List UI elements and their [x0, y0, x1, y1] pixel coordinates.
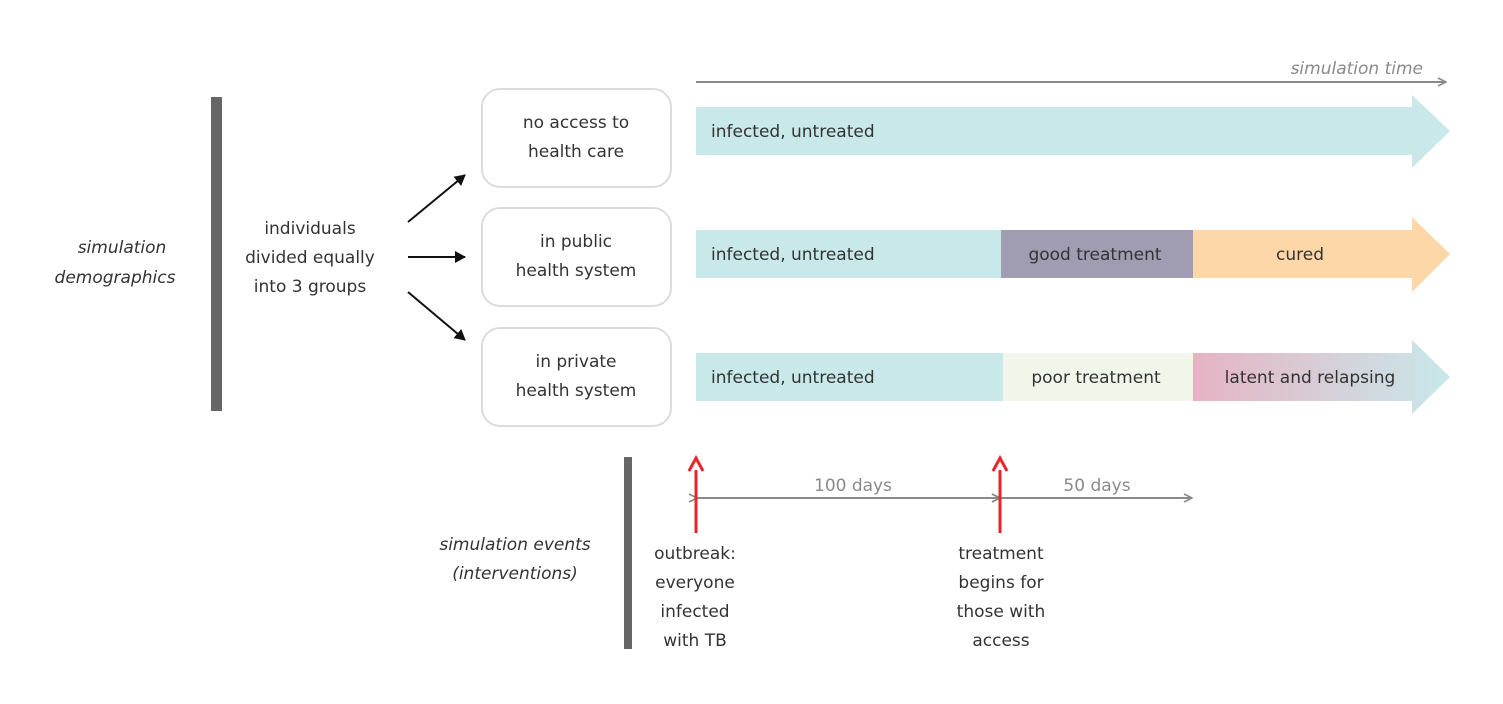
group-box: [481, 207, 672, 307]
demographics-label-line1: simulation: [78, 238, 167, 258]
event-text-line: outbreak:: [654, 544, 736, 564]
group-public-health: in public health system infected, untrea…: [481, 207, 1450, 307]
event-text-line: treatment: [958, 544, 1044, 564]
event-text-line: access: [972, 631, 1029, 651]
group-private-health: in private health system infected, untre…: [481, 327, 1450, 427]
stage-label: infected, untreated: [711, 245, 875, 265]
group-label-line1: in private: [535, 352, 616, 372]
split-text-line2: divided equally: [245, 248, 375, 268]
stage-infected-untreated: [696, 353, 1003, 401]
simulation-time-axis: simulation time: [696, 59, 1446, 82]
stage-infected-untreated: [696, 230, 1001, 278]
stage-good-treatment: [1001, 230, 1193, 278]
stage-label: infected, untreated: [711, 122, 875, 142]
stage-label: poor treatment: [1031, 368, 1161, 388]
stage-latent-relapsing: [1193, 340, 1450, 414]
event-arrow-treatment: [991, 454, 1009, 533]
stage-label: good treatment: [1028, 245, 1161, 265]
group-label-line2: health system: [516, 381, 637, 401]
event-text-line: infected: [660, 602, 729, 622]
event-text-line: everyone: [655, 573, 735, 593]
event-text-line: begins for: [958, 573, 1043, 593]
events-label-line2: (interventions): [452, 564, 578, 584]
group-label-line1: no access to: [523, 113, 629, 133]
time-axis-label: simulation time: [1291, 59, 1423, 79]
interval-label: 100 days: [814, 476, 892, 496]
group-label-line1: in public: [540, 232, 612, 252]
group-box: [481, 327, 672, 427]
split-text-line1: individuals: [264, 219, 356, 239]
interval-label: 50 days: [1063, 476, 1130, 496]
stage-label: latent and relapsing: [1225, 368, 1396, 388]
demographics-label-line2: demographics: [55, 268, 176, 288]
events-divider: [624, 457, 632, 649]
stage-label: infected, untreated: [711, 368, 875, 388]
stage-poor-treatment: [1003, 353, 1193, 401]
group-no-access: no access to health care infected, untre…: [481, 88, 1450, 188]
demographics-divider: [211, 97, 222, 411]
split-arrow-up: [407, 174, 466, 223]
event-arrow-head: [991, 454, 1009, 472]
event-text-line: those with: [957, 602, 1046, 622]
stage-infected-untreated: [696, 95, 1450, 168]
split-text-line3: into 3 groups: [254, 277, 367, 297]
events-section: simulation events (interventions) 100 da…: [439, 454, 1192, 651]
split-arrow-down: [407, 291, 466, 341]
event-text-line: with TB: [663, 631, 727, 651]
demographics-section: simulation demographics individuals divi…: [55, 97, 466, 411]
group-box: [481, 88, 672, 188]
events-label-line1: simulation events: [439, 535, 590, 555]
event-arrow-head: [687, 454, 705, 472]
group-label-line2: health system: [516, 261, 637, 281]
event-text-treatment: treatment begins for those with access: [957, 544, 1046, 651]
stage-cured: [1193, 217, 1450, 292]
event-arrow-outbreak: [687, 454, 705, 533]
event-text-outbreak: outbreak: everyone infected with TB: [654, 544, 736, 651]
stage-label: cured: [1276, 245, 1324, 265]
group-label-line2: health care: [528, 142, 624, 162]
